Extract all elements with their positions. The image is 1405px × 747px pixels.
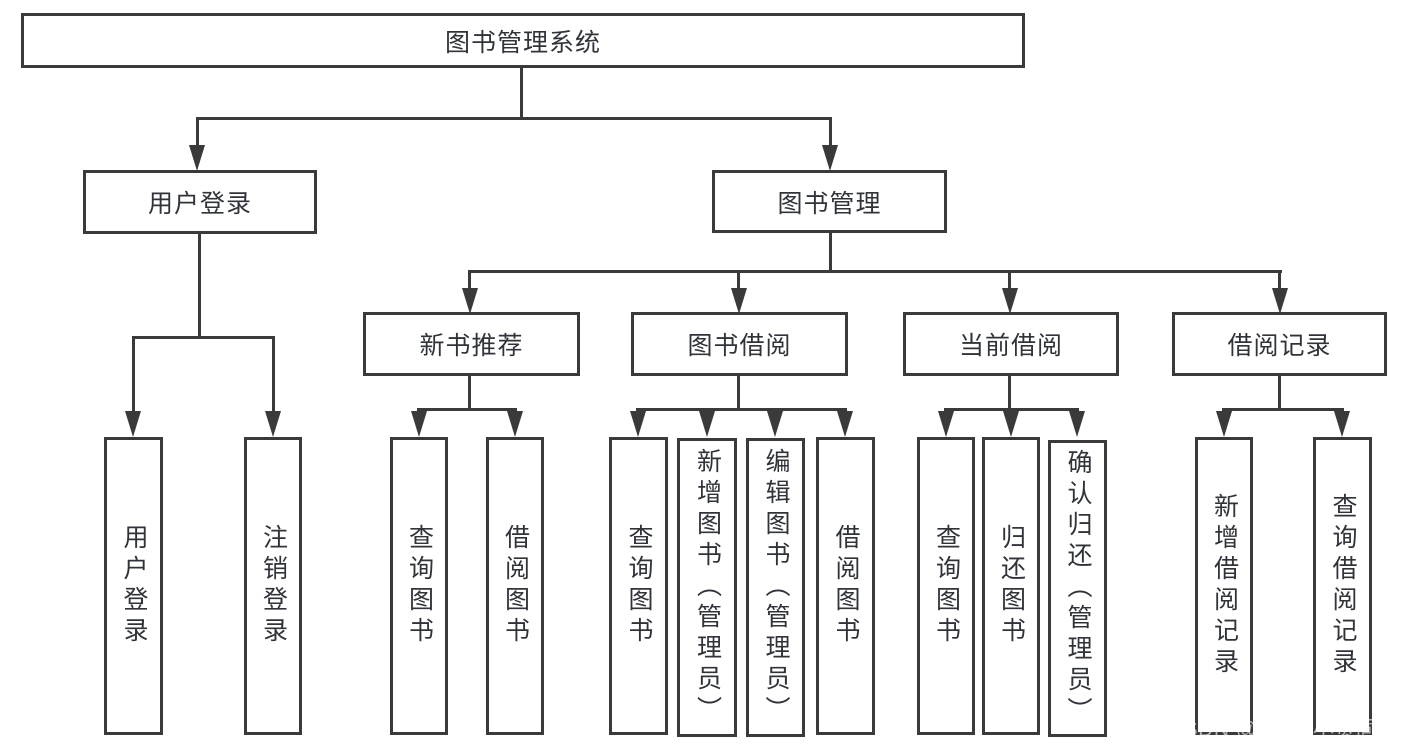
arrow-down-icon (731, 288, 747, 314)
leaf-label: 新增图书（管理员） (693, 448, 722, 727)
node-label: 借阅记录 (1227, 332, 1332, 360)
arrow-down-icon (462, 288, 478, 314)
arrow-down-icon (938, 411, 954, 437)
connector-borrowrecords-stem (1278, 375, 1281, 408)
leaf-return-books: 归还图书 (982, 437, 1040, 735)
leaf-label: 查询借阅记录 (1329, 493, 1357, 679)
arrow-down-icon (1069, 411, 1085, 437)
connector-to-leaf (132, 336, 135, 411)
arrow-down-icon (837, 411, 853, 437)
connector-to-user-login (196, 117, 199, 145)
leaf-label: 查询图书 (625, 524, 653, 648)
leaf-confirm-return-admin: 确认归还（管理员） (1048, 440, 1107, 737)
node-book-borrowing: 图书借阅 (631, 312, 848, 376)
leaf-label: 注销登录 (259, 524, 288, 648)
leaf-borrow-books-2: 借阅图书 (816, 437, 875, 735)
connector-userlogin-stem (198, 234, 201, 336)
leaf-label: 借阅图书 (501, 524, 530, 648)
csdn-watermark: CSDN @软件_小贺同学 (1168, 718, 1399, 741)
leaf-label: 借阅图书 (832, 524, 860, 648)
leaf-add-borrow-record: 新增借阅记录 (1195, 437, 1253, 735)
leaf-add-books-admin: 新增图书（管理员） (677, 438, 737, 737)
node-label: 图书借阅 (687, 332, 792, 360)
connector-to-new-books (468, 270, 471, 288)
leaf-label: 新增借阅记录 (1210, 493, 1239, 679)
arrow-down-icon (507, 411, 523, 437)
node-label: 当前借阅 (958, 332, 1063, 360)
leaf-edit-books-admin: 编辑图书（管理员） (746, 438, 805, 737)
node-current-borrowing: 当前借阅 (903, 312, 1119, 376)
connector-bookborrow-branch (636, 408, 847, 411)
connector-to-book-mgmt (829, 117, 832, 145)
connector-to-borrow-records (1278, 270, 1281, 288)
node-library-system: 图书管理系统 (21, 13, 1025, 68)
leaf-query-books-1: 查询图书 (390, 437, 448, 735)
leaf-query-borrow-record: 查询借阅记录 (1313, 437, 1372, 735)
node-label: 用户登录 (147, 190, 252, 218)
arrow-down-icon (125, 411, 141, 437)
arrow-down-icon (189, 145, 205, 171)
arrow-down-icon (822, 145, 838, 171)
arrow-down-icon (767, 411, 783, 437)
arrow-down-icon (1272, 288, 1288, 314)
leaf-logout: 注销登录 (244, 437, 302, 735)
connector-to-leaf (272, 336, 275, 411)
node-new-book-recommend: 新书推荐 (363, 312, 580, 376)
node-borrow-records: 借阅记录 (1172, 312, 1387, 376)
arrow-down-icon (411, 411, 427, 437)
arrow-down-icon (1002, 288, 1018, 314)
arrow-down-icon (1334, 411, 1350, 437)
node-label: 新书推荐 (419, 332, 524, 360)
connector-currentborrow-stem (1008, 375, 1011, 408)
node-user-login: 用户登录 (83, 170, 317, 234)
connector-bookmgmt-branch (468, 270, 1282, 273)
arrow-down-icon (1216, 411, 1232, 437)
connector-bookborrow-stem (737, 375, 740, 408)
leaf-user-login: 用户登录 (104, 437, 163, 735)
node-book-management: 图书管理 (712, 170, 947, 233)
connector-borrowrecords-branch (1222, 408, 1344, 411)
leaf-label: 查询图书 (932, 524, 961, 648)
connector-newbooks-stem (468, 375, 471, 408)
leaf-label: 编辑图书（管理员） (762, 448, 790, 727)
connector-userlogin-branch (132, 336, 275, 339)
connector-bookmgmt-stem (829, 233, 832, 271)
arrow-down-icon (265, 411, 281, 437)
leaf-label: 归还图书 (997, 524, 1026, 648)
connector-to-book-borrow (737, 270, 740, 288)
connector-root-stem (520, 68, 523, 117)
leaf-borrow-books-1: 借阅图书 (486, 437, 544, 735)
leaf-query-books-2: 查询图书 (609, 437, 668, 735)
leaf-label: 查询图书 (405, 524, 434, 648)
connector-root-branch (196, 117, 832, 120)
leaf-label: 用户登录 (120, 524, 148, 648)
connector-to-current-borrow (1008, 270, 1011, 288)
arrow-down-icon (630, 411, 646, 437)
node-label: 图书管理 (777, 189, 882, 218)
connector-currentborrow-branch (944, 408, 1079, 411)
leaf-query-books-3: 查询图书 (917, 437, 975, 735)
arrow-down-icon (1003, 411, 1019, 437)
arrow-down-icon (699, 411, 715, 437)
connector-newbooks-branch (417, 408, 517, 411)
node-label: 图书管理系统 (444, 28, 601, 57)
leaf-label: 确认归还（管理员） (1064, 449, 1092, 728)
